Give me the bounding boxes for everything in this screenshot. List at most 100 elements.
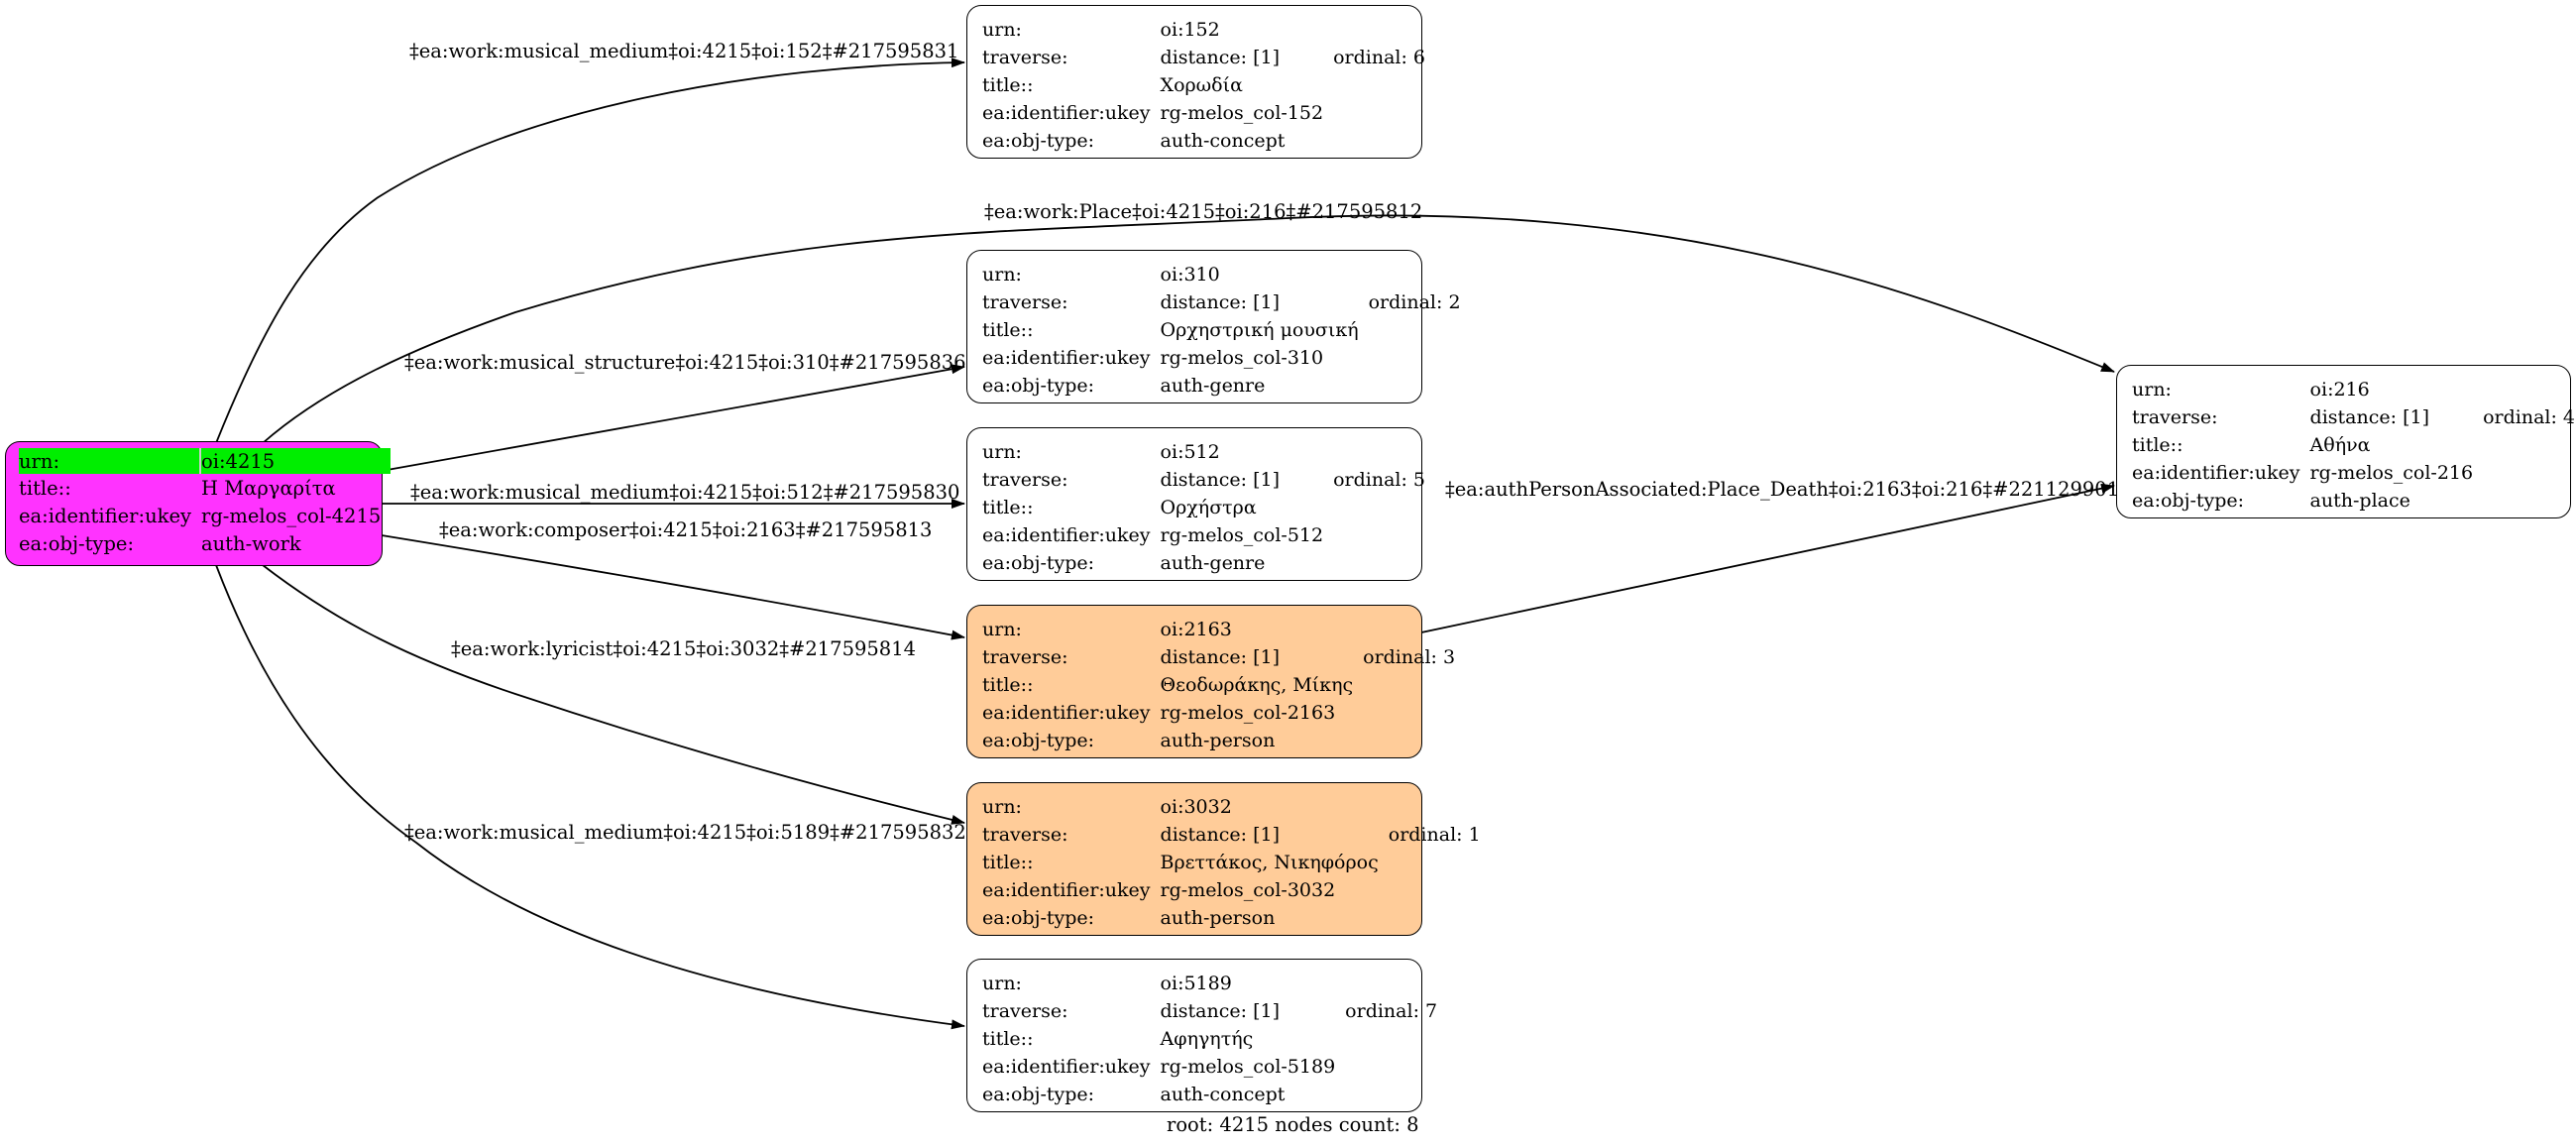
field-label: title:: xyxy=(2132,434,2184,456)
node-5189[interactable]: urn:oi:5189 traverse:distance: [1]ordina… xyxy=(966,959,1437,1112)
field-value: rg-melos_col-5189 xyxy=(1160,1056,1336,1078)
field-value: auth-concept xyxy=(1160,130,1286,152)
field-value: Βρεττάκος, Νικηφόρος xyxy=(1160,852,1379,873)
field-value: distance: [1] xyxy=(1160,469,1280,491)
field-value: oi:4215 xyxy=(201,448,392,474)
field-label: title:: xyxy=(19,476,71,500)
field-label: title:: xyxy=(982,319,1034,341)
field-label: ea:identifier:ukey xyxy=(19,504,191,527)
node-row-ukey: ea:identifier:ukey rg-melos_col-4215 xyxy=(19,502,391,529)
field-value: oi:2163 xyxy=(1160,619,1232,640)
field-value: rg-melos_col-152 xyxy=(1160,102,1324,124)
field-label: traverse: xyxy=(2132,406,2218,428)
field-label: ea:identifier:ukey xyxy=(982,1056,1151,1078)
field-value: oi:216 xyxy=(2309,379,2370,401)
edge-4215-216 xyxy=(262,214,2115,444)
edge-label-place-death: ‡ea:authPersonAssociated:Place_Death‡oi:… xyxy=(1445,478,2119,501)
edge-label-512: ‡ea:work:musical_medium‡oi:4215‡oi:512‡#… xyxy=(410,481,959,504)
node-row-urn: urn: oi:4215 xyxy=(19,448,392,474)
node-3032[interactable]: urn: oi:3032 traverse: distance: [1] ordina… xyxy=(966,782,1481,936)
field-value: Θεοδωράκης, Μίκης xyxy=(1160,674,1354,696)
field-value: ordinal: 1 xyxy=(1388,824,1481,846)
field-label: ea:obj-type: xyxy=(982,907,1095,929)
node-4215[interactable]: urn: oi:4215 title:: Η Μαργαρίτα ea:iden… xyxy=(5,441,392,566)
field-label: traverse: xyxy=(982,469,1068,491)
field-label: urn: xyxy=(982,619,1022,640)
field-value: auth-person xyxy=(1160,907,1276,929)
node-2163[interactable]: urn:oi:2163 traverse:distance: [1]ordina… xyxy=(966,605,1455,758)
edge-4215-2163 xyxy=(381,534,965,640)
field-label: ea:identifier:ukey xyxy=(982,524,1151,546)
edge-label-310: ‡ea:work:musical_structure‡oi:4215‡oi:31… xyxy=(404,351,966,374)
field-value: ordinal: 2 xyxy=(1368,291,1461,313)
field-value: auth-genre xyxy=(1160,552,1266,574)
field-label: ea:obj-type: xyxy=(982,552,1095,574)
field-label: ea:obj-type: xyxy=(19,531,135,555)
field-value: Χορωδία xyxy=(1160,74,1243,96)
edge-label-2163: ‡ea:work:composer‡oi:4215‡oi:2163‡#21759… xyxy=(439,518,932,541)
field-label: urn: xyxy=(982,796,1022,818)
field-value: oi:3032 xyxy=(1160,796,1232,818)
field-value: distance: [1] xyxy=(1160,291,1280,313)
field-label: ea:identifier:ukey xyxy=(982,102,1151,124)
edge-4215-3032 xyxy=(262,564,965,825)
field-value: oi:152 xyxy=(1160,19,1220,41)
edge-label-place: ‡ea:work:Place‡oi:4215‡oi:216‡#217595812 xyxy=(984,200,1422,223)
field-label: ea:obj-type: xyxy=(982,375,1095,397)
field-value: distance: [1] xyxy=(1160,1000,1280,1022)
field-value: oi:5189 xyxy=(1160,973,1232,994)
node-row-title: title:: Η Μαργαρίτα xyxy=(19,474,391,502)
edge-4215-5189 xyxy=(215,564,965,1030)
field-label: ea:identifier:ukey xyxy=(982,879,1151,901)
node-152[interactable]: urn:oi:152 traverse:distance: [1]ordinal… xyxy=(966,5,1425,159)
field-value: rg-melos_col-4215 xyxy=(201,504,382,527)
field-label: title:: xyxy=(982,1028,1034,1050)
field-value: Ορχήστρα xyxy=(1160,497,1257,518)
field-value: Αφηγητής xyxy=(1160,1028,1254,1050)
field-value: distance: [1] xyxy=(2309,406,2429,428)
node-310[interactable]: urn: oi:310 traverse: distance: [1] ordinal… xyxy=(966,250,1461,403)
field-value: rg-melos_col-216 xyxy=(2309,462,2474,484)
field-value: oi:310 xyxy=(1160,264,1220,286)
field-value: auth-place xyxy=(2309,490,2410,512)
edge-4215-310 xyxy=(381,364,965,472)
field-value: ordinal: 3 xyxy=(1363,646,1456,668)
field-label: ea:identifier:ukey xyxy=(982,347,1151,369)
field-label: ea:obj-type: xyxy=(2132,490,2245,512)
field-label: urn: xyxy=(982,973,1022,994)
field-value: ordinal: 4 xyxy=(2483,406,2576,428)
field-value: ordinal: 7 xyxy=(1345,1000,1438,1022)
field-value: distance: [1] xyxy=(1160,824,1280,846)
edge-label-5189: ‡ea:work:musical_medium‡oi:4215‡oi:5189‡… xyxy=(404,821,966,844)
field-label: ea:obj-type: xyxy=(982,130,1095,152)
edge-label-3032: ‡ea:work:lyricist‡oi:4215‡oi:3032‡#21759… xyxy=(451,637,916,660)
field-label: urn: xyxy=(19,448,201,474)
field-value: rg-melos_col-3032 xyxy=(1160,879,1336,901)
edge-2163-216 xyxy=(1420,483,2115,633)
field-value: distance: [1] xyxy=(1160,47,1280,68)
field-label: urn: xyxy=(982,264,1022,286)
field-value: auth-genre xyxy=(1160,375,1266,397)
field-label: urn: xyxy=(982,441,1022,463)
field-value: auth-person xyxy=(1160,730,1276,751)
field-label: title:: xyxy=(982,674,1034,696)
field-label: ea:obj-type: xyxy=(982,1084,1095,1105)
field-label: ea:identifier:ukey xyxy=(2132,462,2300,484)
field-label: traverse: xyxy=(982,291,1068,313)
node-216[interactable]: urn: oi:216 traverse: distance: [1] ordinal… xyxy=(2116,365,2575,518)
field-value: auth-work xyxy=(201,531,301,555)
field-label: title:: xyxy=(982,497,1034,518)
field-value: oi:512 xyxy=(1160,441,1220,463)
graph-footer: root: 4215 nodes count: 8 xyxy=(1167,1113,1419,1136)
field-label: ea:identifier:ukey xyxy=(982,702,1151,724)
field-value: Η Μαργαρίτα xyxy=(201,476,336,500)
field-label: title:: xyxy=(982,74,1034,96)
field-label: ea:obj-type: xyxy=(982,730,1095,751)
node-512[interactable]: urn:oi:512 traverse:distance: [1]ordinal… xyxy=(966,427,1425,581)
field-label: traverse: xyxy=(982,47,1068,68)
field-label: urn: xyxy=(2132,379,2172,401)
field-label: traverse: xyxy=(982,824,1068,846)
field-value: rg-melos_col-512 xyxy=(1160,524,1324,546)
field-value: auth-concept xyxy=(1160,1084,1286,1105)
